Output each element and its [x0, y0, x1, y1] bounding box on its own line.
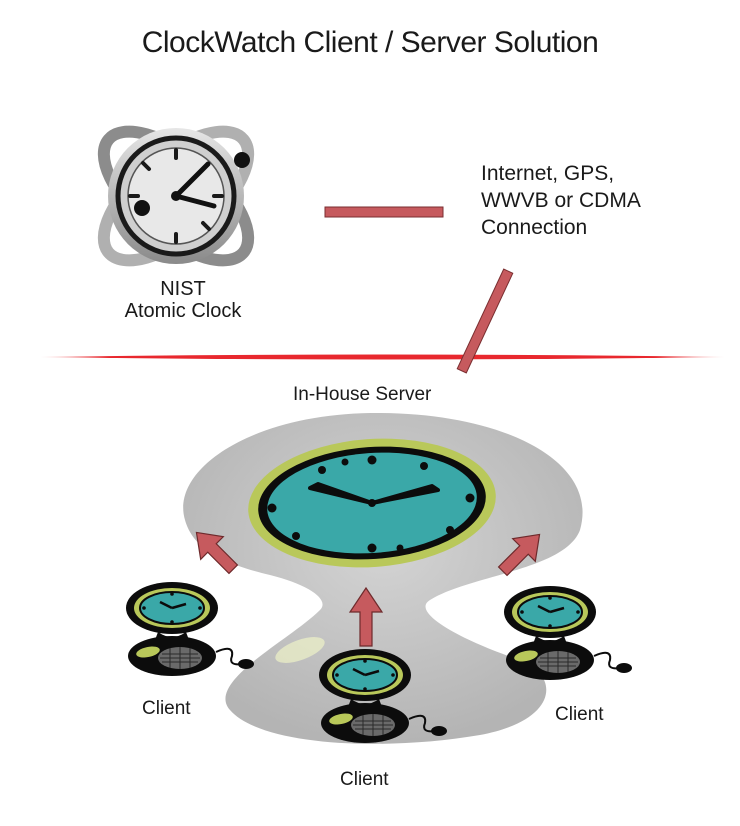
middle-arrow	[348, 586, 384, 647]
client-computer-icon	[124, 580, 256, 678]
connection-label-line: Internet, GPS,	[481, 162, 615, 185]
server-label: In-House Server	[293, 384, 432, 405]
atomic-clock-label: NIST Atomic Clock	[98, 278, 268, 322]
divider-line	[40, 354, 725, 360]
server-link-bar	[456, 268, 514, 374]
client-label: Client	[555, 704, 604, 725]
client-label: Client	[340, 769, 389, 790]
atomic-clock-icon	[97, 125, 255, 267]
client-label: Client	[142, 698, 191, 719]
connection-label-line: Connection	[481, 216, 588, 239]
connection-label-line: WWVB or CDMA	[481, 189, 641, 212]
client-computer-icon	[502, 584, 634, 682]
atomic-link-bar	[324, 206, 444, 218]
diagram-title: ClockWatch Client / Server Solution	[141, 26, 599, 59]
right-arrow	[497, 533, 541, 577]
atomic-clock-label-line: NIST	[160, 278, 206, 300]
connection-label: Internet, GPS, WWVB or CDMA Connection	[481, 160, 681, 241]
client-sync-arrows	[195, 531, 541, 647]
server-clock-icon	[248, 438, 496, 568]
atomic-clock-label-line: Atomic Clock	[124, 300, 242, 322]
left-arrow	[195, 531, 239, 575]
